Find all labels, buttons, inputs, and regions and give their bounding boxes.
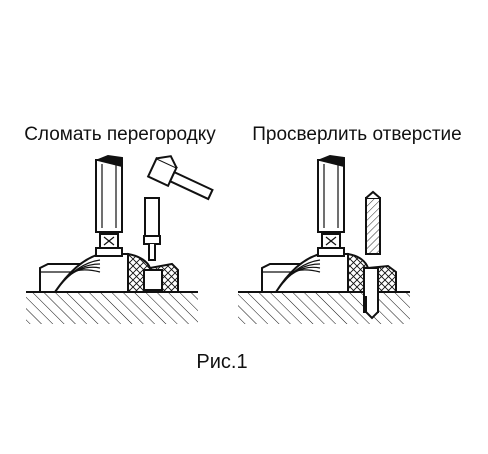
drill-bit [365,197,381,255]
break-partition-illustration [26,154,214,324]
figure-caption: Рис.1 [196,351,247,373]
drill-tip [365,296,379,320]
label-drill-hole: Просверлить отверстие [252,124,461,145]
partition-hole-left [143,269,163,291]
ground-left [26,292,198,324]
drill-hole-illustration [238,154,410,324]
punch-tool [144,197,160,237]
ground-right [238,292,410,324]
label-break-partition: Сломать перегородку [24,124,216,145]
stem-left [95,159,123,233]
stem-right [317,159,345,233]
hammer [146,155,214,201]
